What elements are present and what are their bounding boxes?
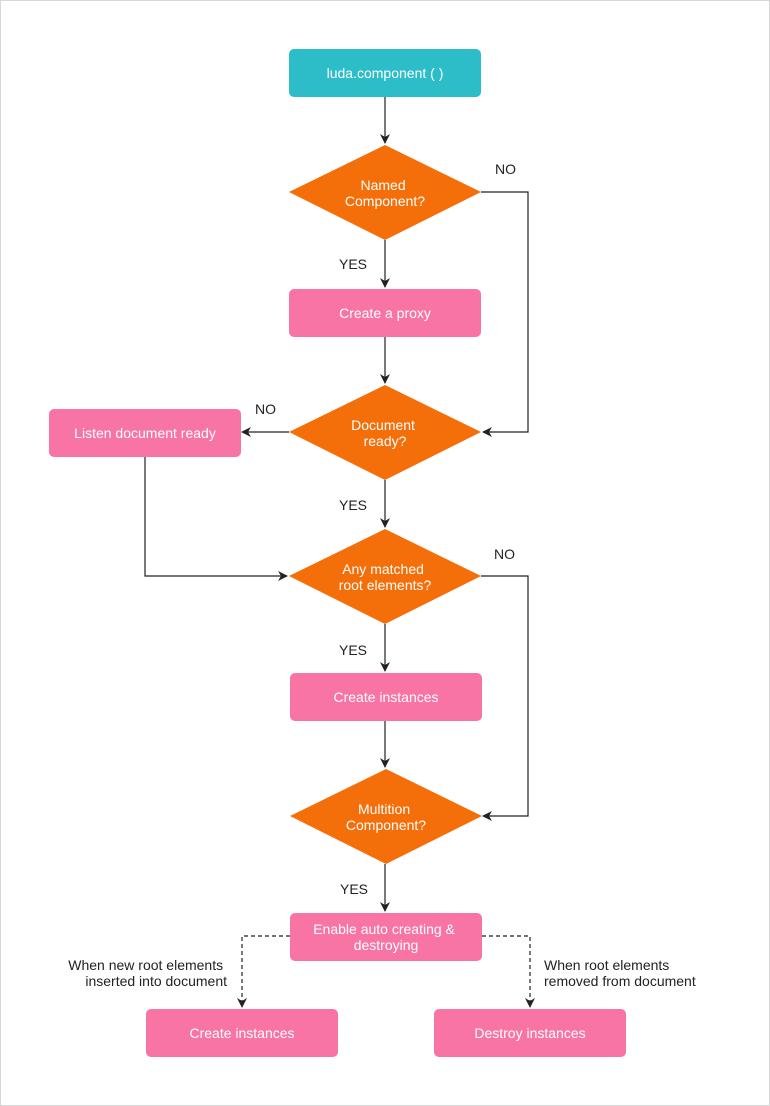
- decision-named-component-line1: Named: [360, 177, 405, 193]
- edge-listen-to-matched: [144, 457, 288, 581]
- edge-enable-to-destroy: [482, 935, 535, 1008]
- edge-named-no-to-document: [481, 191, 529, 437]
- decision-multition-line1: Multition: [358, 801, 410, 817]
- decision-any-matched: Any matched root elements?: [289, 529, 481, 624]
- label-no-document: NO: [255, 401, 276, 417]
- label-yes-multition: YES: [340, 881, 368, 897]
- node-enable-auto-line2: destroying: [354, 937, 419, 953]
- svg-text:Named Component?: Named Component?: [345, 177, 425, 209]
- label-when-inserted-line2: inserted into document: [85, 973, 227, 989]
- label-yes-named: YES: [339, 256, 367, 272]
- decision-named-component: Named Component?: [289, 145, 481, 240]
- node-create-proxy-label: Create a proxy: [339, 305, 431, 321]
- decision-named-component-line2: Component?: [345, 193, 425, 209]
- decision-document-ready-line1: Document: [351, 417, 415, 433]
- label-no-matched: NO: [494, 546, 515, 562]
- svg-text:When root elements remov: When root elements removed from document: [544, 957, 696, 989]
- decision-multition-line2: Component?: [346, 817, 426, 833]
- svg-text:Document ready?: Document ready?: [351, 417, 419, 449]
- node-listen-document-ready-label: Listen document ready: [74, 425, 216, 441]
- node-listen-document-ready: Listen document ready: [49, 409, 241, 457]
- decision-any-matched-line1: Any matched: [342, 561, 424, 577]
- node-destroy-instances-label: Destroy instances: [474, 1025, 585, 1041]
- label-when-removed-line2: removed from document: [544, 973, 696, 989]
- node-start-label: luda.component ( ): [327, 65, 444, 81]
- label-when-inserted-line1: When new root elements: [68, 957, 223, 973]
- label-yes-document: YES: [339, 497, 367, 513]
- node-destroy-instances: Destroy instances: [434, 1009, 626, 1057]
- edge-labels: NO YES NO YES NO YES YES When new root e…: [68, 161, 696, 989]
- edge-matched-no-to-multition: [481, 575, 529, 821]
- node-create-instances-2: Create instances: [146, 1009, 338, 1057]
- node-create-instances-2-label: Create instances: [189, 1025, 294, 1041]
- svg-text:Enable auto creating & d: Enable auto creating & destroying: [313, 921, 459, 953]
- decision-document-ready-line2: ready?: [364, 433, 407, 449]
- label-when-removed-line1: When root elements: [544, 957, 669, 973]
- decision-multition: Multition Component?: [290, 769, 482, 864]
- svg-text:Multition Component?: Multition Component?: [346, 801, 426, 833]
- connectors: [144, 97, 535, 1008]
- decision-document-ready: Document ready?: [289, 385, 481, 480]
- node-enable-auto: Enable auto creating & destroying: [290, 913, 482, 961]
- node-create-proxy: Create a proxy: [289, 289, 481, 337]
- node-create-instances: Create instances: [290, 673, 482, 721]
- decision-any-matched-line2: root elements?: [339, 577, 432, 593]
- label-yes-matched: YES: [339, 642, 367, 658]
- node-enable-auto-line1: Enable auto creating &: [313, 921, 455, 937]
- node-start: luda.component ( ): [289, 49, 481, 97]
- svg-text:Any matched root element: Any matched root elements?: [339, 561, 432, 593]
- node-create-instances-label: Create instances: [333, 689, 438, 705]
- edge-enable-to-create: [237, 935, 290, 1008]
- svg-text:When new root elements i: When new root elements inserted into doc…: [68, 957, 227, 989]
- label-no-named: NO: [495, 161, 516, 177]
